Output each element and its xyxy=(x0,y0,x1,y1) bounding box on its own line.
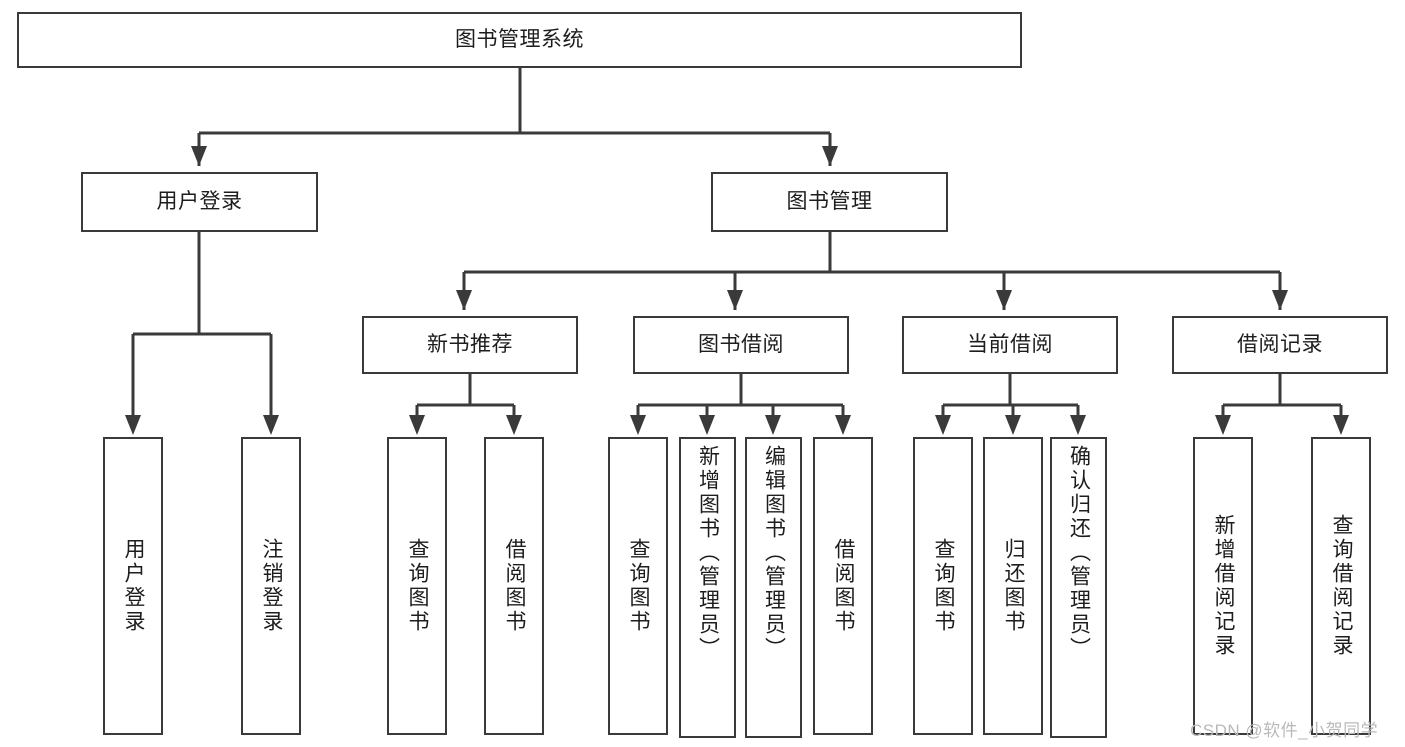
node-level3-0[interactable]: 新书推荐 xyxy=(362,316,578,374)
node-label: 查询图书 xyxy=(932,538,956,634)
arrow-leaf-12 xyxy=(1215,415,1231,435)
node-leaf-0[interactable]: 用户登录 xyxy=(103,437,163,735)
node-leaf-12[interactable]: 查询借阅记录 xyxy=(1311,437,1371,735)
arrow-user-login xyxy=(191,146,207,166)
arrow-current-borrow xyxy=(996,290,1012,310)
node-leaf-8[interactable]: 查询图书 xyxy=(913,437,973,735)
arrow-leaf-8 xyxy=(835,415,851,435)
arrow-new-book-rec xyxy=(456,290,472,310)
arrow-leaf-4 xyxy=(506,415,522,435)
node-leaf-1[interactable]: 注销登录 xyxy=(241,437,301,735)
node-label: 查询借阅记录 xyxy=(1330,514,1354,658)
node-level2-0[interactable]: 用户登录 xyxy=(81,172,318,232)
arrow-borrow-record xyxy=(1272,290,1288,310)
node-label: 归还图书 xyxy=(1002,538,1026,634)
arrow-leaf-9 xyxy=(935,415,951,435)
node-leaf-6[interactable]: 编辑图书（管理员） xyxy=(745,437,802,738)
arrow-leaf-6 xyxy=(699,415,715,435)
node-leaf-4[interactable]: 查询图书 xyxy=(608,437,668,735)
node-leaf-2[interactable]: 查询图书 xyxy=(387,437,447,735)
node-level3-2[interactable]: 当前借阅 xyxy=(902,316,1118,374)
arrow-leaf-3 xyxy=(409,415,425,435)
arrow-leaf-7 xyxy=(765,415,781,435)
arrow-leaf-1 xyxy=(125,415,141,435)
node-label: 用户登录 xyxy=(156,190,243,214)
node-label: 确认归还（管理员） xyxy=(1067,445,1091,661)
arrow-book-mgmt xyxy=(822,146,838,166)
node-label: 当前借阅 xyxy=(967,333,1053,357)
node-label: 图书借阅 xyxy=(698,333,784,357)
node-label: 图书管理系统 xyxy=(455,28,584,52)
arrow-book-borrow xyxy=(727,290,743,310)
arrow-leaf-11 xyxy=(1070,415,1086,435)
node-label: 新书推荐 xyxy=(427,333,513,357)
node-level3-1[interactable]: 图书借阅 xyxy=(633,316,849,374)
node-label: 借阅图书 xyxy=(832,538,856,634)
node-label: 借阅图书 xyxy=(503,538,527,634)
node-level3-3[interactable]: 借阅记录 xyxy=(1172,316,1388,374)
arrow-leaf-5 xyxy=(630,415,646,435)
arrow-leaf-13 xyxy=(1333,415,1349,435)
node-label: 新增图书（管理员） xyxy=(696,445,720,661)
arrow-leaf-10 xyxy=(1005,415,1021,435)
arrow-leaf-2 xyxy=(263,415,279,435)
node-level2-1[interactable]: 图书管理 xyxy=(711,172,948,232)
node-leaf-5[interactable]: 新增图书（管理员） xyxy=(679,437,736,738)
node-leaf-7[interactable]: 借阅图书 xyxy=(813,437,873,735)
node-label: 借阅记录 xyxy=(1237,333,1323,357)
node-label: 新增借阅记录 xyxy=(1212,514,1236,658)
node-leaf-11[interactable]: 新增借阅记录 xyxy=(1193,437,1253,735)
csdn-watermark: CSDN @软件_小贺同学 xyxy=(1190,721,1379,740)
node-leaf-9[interactable]: 归还图书 xyxy=(983,437,1043,735)
node-label: 查询图书 xyxy=(627,538,651,634)
node-label: 查询图书 xyxy=(406,538,430,634)
node-label: 用户登录 xyxy=(122,538,146,634)
node-label: 注销登录 xyxy=(260,538,284,634)
node-leaf-3[interactable]: 借阅图书 xyxy=(484,437,544,735)
node-leaf-10[interactable]: 确认归还（管理员） xyxy=(1050,437,1107,738)
node-label: 编辑图书（管理员） xyxy=(762,445,786,661)
node-root-图书管理系统[interactable]: 图书管理系统 xyxy=(17,12,1022,68)
node-label: 图书管理 xyxy=(786,190,873,214)
